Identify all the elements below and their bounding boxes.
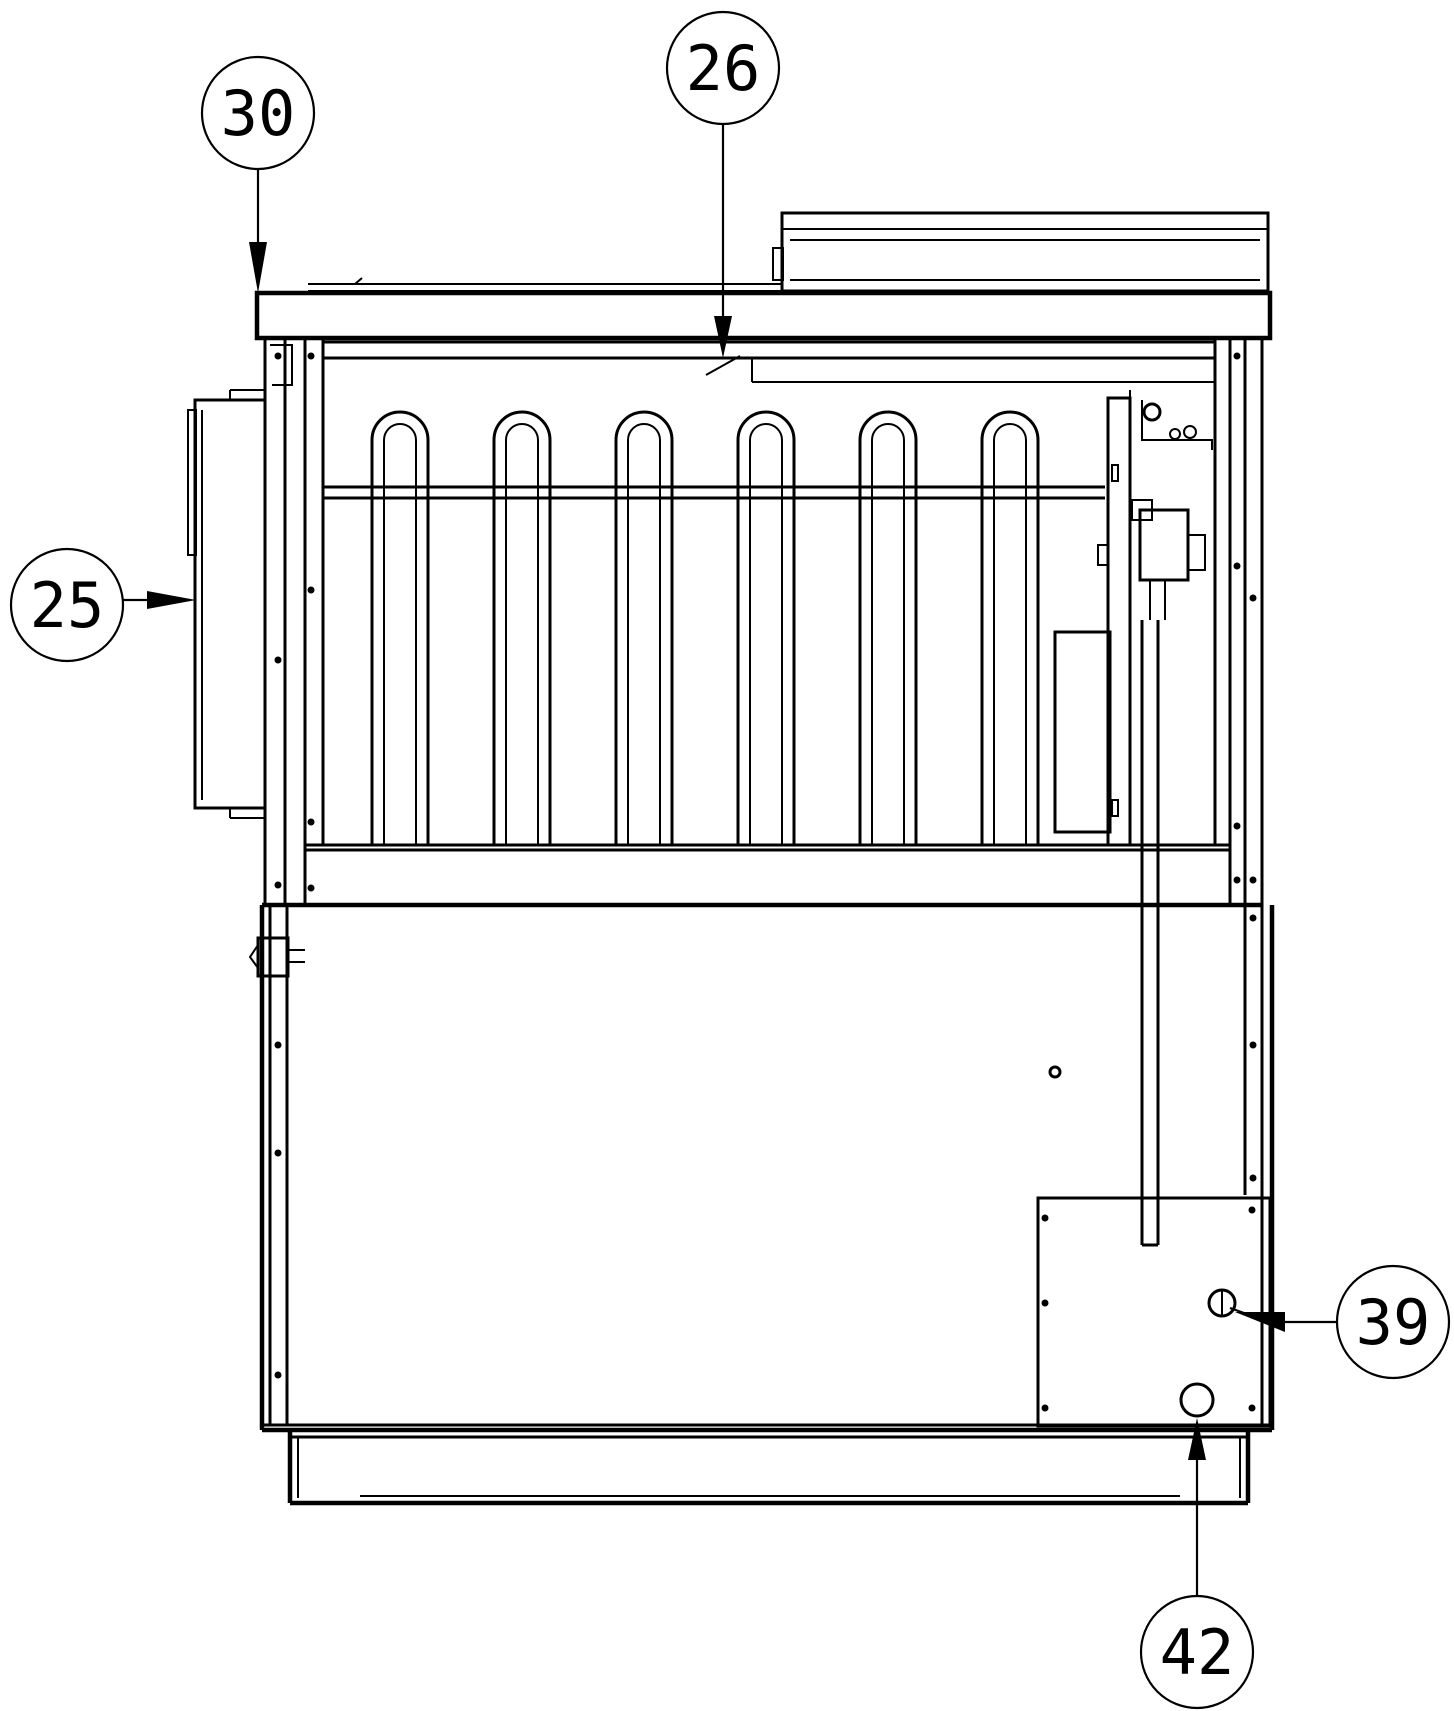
callout-42-label: 42 [1160,1616,1235,1689]
callout-26-label: 26 [686,32,761,105]
rivets [274,352,1257,1412]
side-unit [187,389,267,819]
lower-cabinet [248,905,1275,1433]
vertical-pipe [1140,620,1160,1247]
callout-30-label: 30 [221,77,296,150]
callout-25: 25 [9,547,196,663]
callout-30: 30 [200,55,316,293]
upper-frame [262,338,1264,908]
coil-array [370,410,1040,845]
callout-26: 26 [665,10,781,376]
callout-42: 42 [1139,1418,1255,1710]
callout-25-label: 25 [30,569,105,642]
plinth [287,1430,1251,1506]
top-structure [254,211,1273,341]
callout-39: 39 [1229,1264,1451,1380]
callout-39-label: 39 [1356,1286,1431,1359]
control-panel [1053,390,1213,847]
